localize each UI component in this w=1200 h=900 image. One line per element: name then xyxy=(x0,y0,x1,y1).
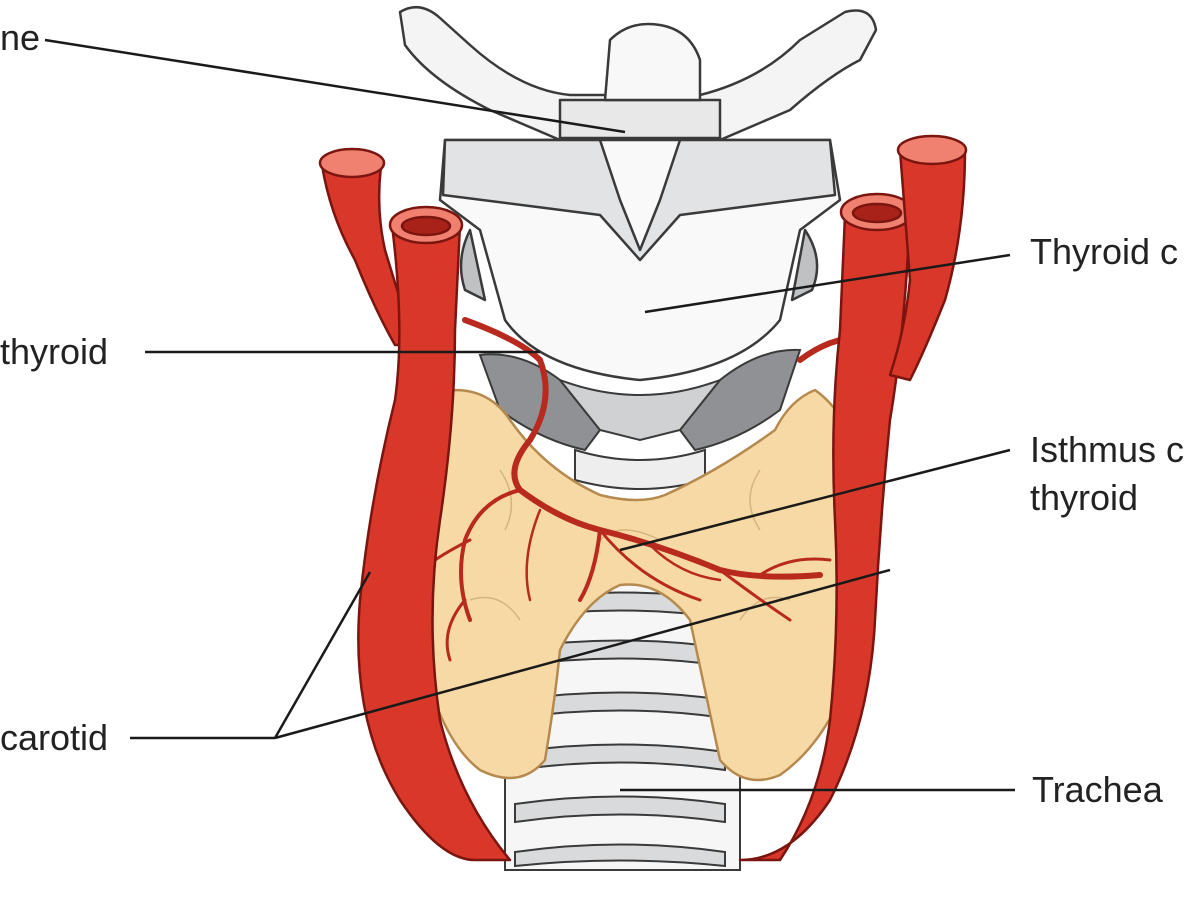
thyroid-cartilage xyxy=(438,138,842,382)
label-isthmus-line2: thyroid xyxy=(1030,477,1139,518)
label-hyoid-bone: ne xyxy=(0,17,41,58)
cricothyroid-region xyxy=(478,348,802,490)
hyoid-bone xyxy=(398,5,878,142)
label-superior-thyroid-artery: thyroid xyxy=(0,331,109,372)
label-carotid: carotid xyxy=(0,717,109,758)
leader-lines xyxy=(44,38,1015,792)
label-thyroid-cartilage: Thyroid c xyxy=(1030,231,1179,272)
carotid-arteries xyxy=(318,134,968,862)
label-isthmus-line1: Isthmus c xyxy=(1030,429,1185,470)
label-trachea: Trachea xyxy=(1032,769,1163,810)
